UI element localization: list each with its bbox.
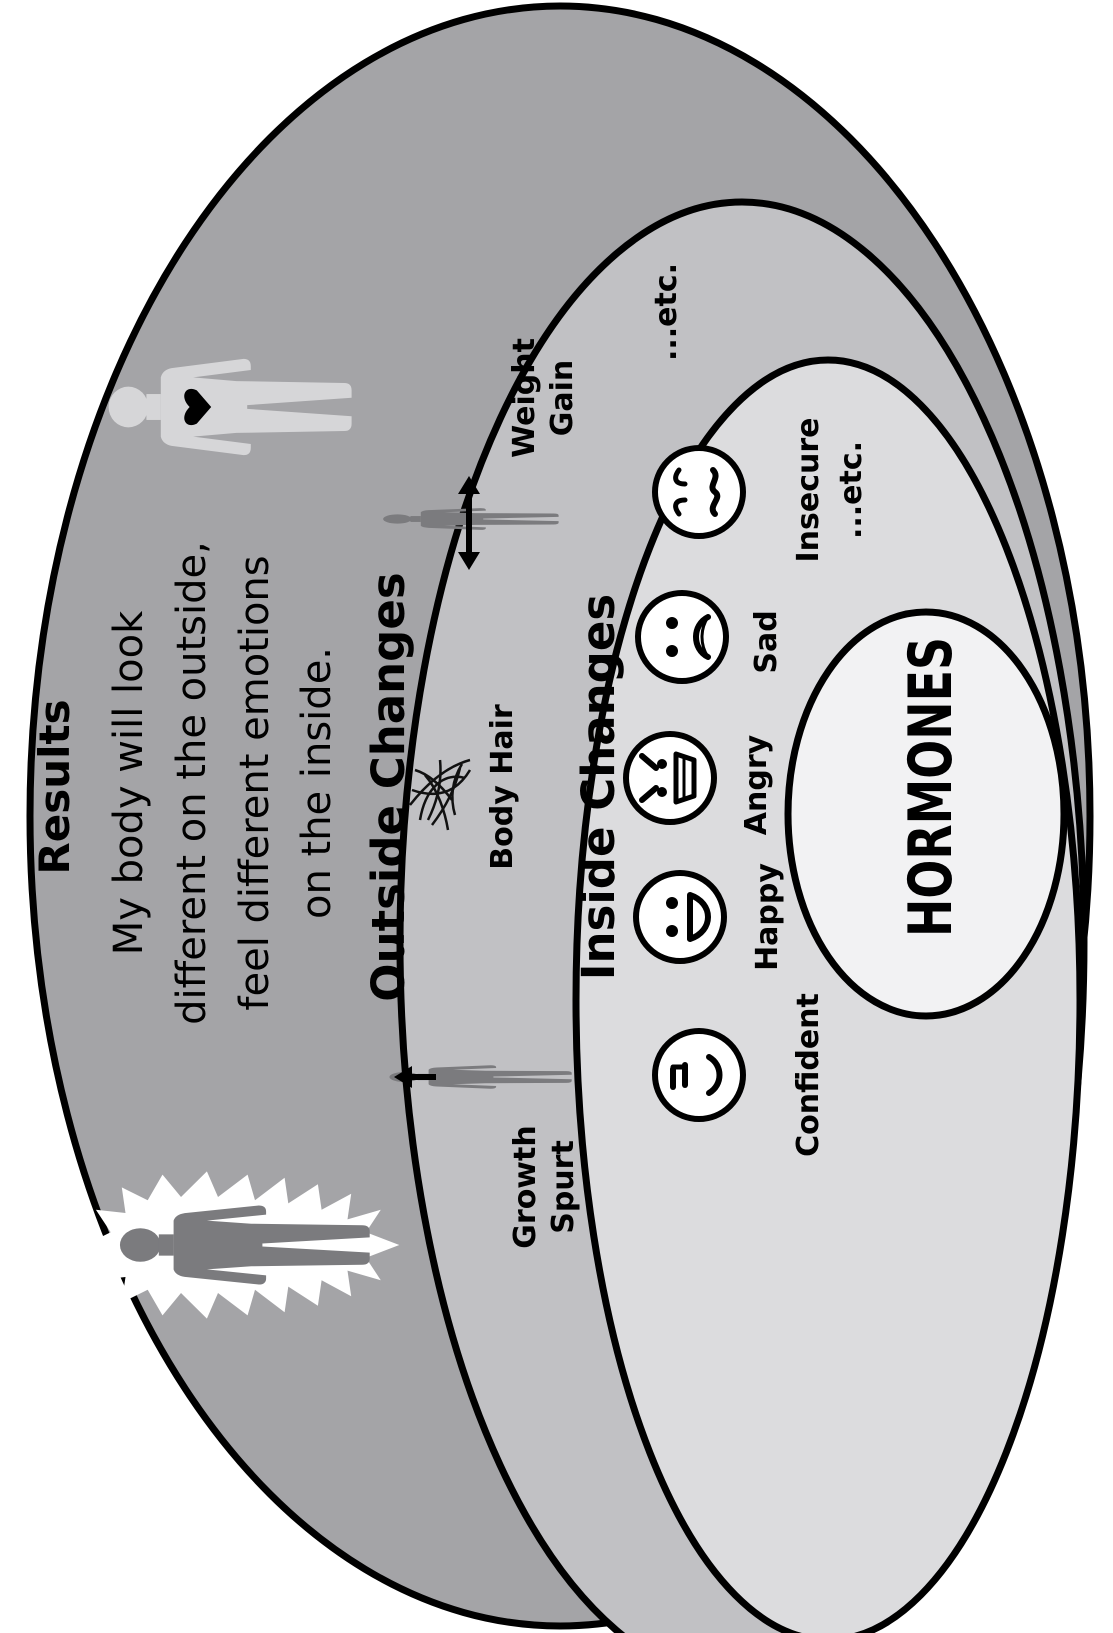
- growth-spurt-label-1: Growth: [508, 1125, 543, 1248]
- growth-spurt-label-2: Spurt: [546, 1140, 581, 1234]
- insecure-face-icon: [652, 445, 746, 539]
- weight-arrow-icon: [458, 476, 480, 570]
- hormones-label: HORMONES: [896, 637, 966, 937]
- happy-label: Happy: [750, 863, 785, 971]
- weight-gain-label-2: Gain: [545, 360, 580, 437]
- results-line-2: different on the outside,: [169, 541, 215, 1025]
- results-title: Results: [30, 699, 79, 874]
- angry-face-icon: [623, 731, 717, 825]
- results-line-3: feel different emotions: [232, 555, 278, 1010]
- inside-changes-title: Inside Changes: [572, 594, 625, 980]
- body-hair-icon: [409, 758, 472, 831]
- hormones-core: [784, 608, 1068, 1020]
- happy-face-icon: [633, 870, 727, 964]
- growth-arrow-icon: [394, 1066, 436, 1088]
- inside-etc-label: ...etc.: [834, 441, 869, 539]
- body-hair-label: Body Hair: [485, 704, 520, 870]
- sad-face-icon: [635, 590, 729, 684]
- insecure-label: Insecure: [791, 417, 826, 562]
- outside-etc-label: ...etc.: [649, 263, 684, 361]
- angry-label: Angry: [739, 734, 774, 835]
- person-with-heart-icon: [108, 358, 352, 456]
- results-line-4: on the inside.: [294, 647, 340, 919]
- confident-label: Confident: [791, 993, 826, 1157]
- inside-changes-ring: [572, 356, 1084, 1633]
- sad-label: Sad: [749, 610, 784, 673]
- glowing-person-icon: [84, 1171, 400, 1319]
- outside-changes-title: Outside Changes: [362, 572, 415, 1001]
- weight-gain-label-1: Weight: [507, 338, 542, 458]
- confident-face-icon: [652, 1028, 746, 1122]
- results-line-1: My body will look: [106, 610, 152, 955]
